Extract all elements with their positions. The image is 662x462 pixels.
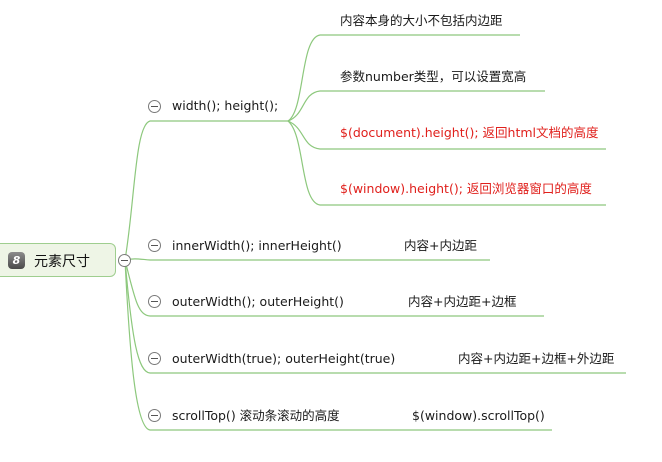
branch-4-collapse-icon[interactable] — [148, 352, 161, 365]
root-label: 元素尺寸 — [34, 254, 90, 270]
branch-5-collapse-icon[interactable] — [148, 409, 161, 422]
branch-5-label[interactable]: scrollTop() 滚动条滚动的高度 — [172, 408, 340, 423]
priority-badge-icon: 8 — [8, 252, 25, 269]
branch-1-note-2[interactable]: 参数number类型，可以设置宽高 — [340, 69, 527, 84]
branch-1-note-4[interactable]: $(window).height(); 返回浏览器窗口的高度 — [336, 181, 596, 197]
branch-3-collapse-icon[interactable] — [148, 295, 161, 308]
branch-3-label[interactable]: outerWidth(); outerHeight() — [172, 294, 344, 309]
connector-note-3 — [287, 120, 606, 150]
connector-root-branch-2 — [124, 258, 490, 261]
root-collapse-icon[interactable] — [118, 254, 131, 267]
connector-root-branch-5 — [124, 259, 552, 431]
connector-root-branch-3 — [124, 259, 544, 317]
root-node[interactable]: 8 元素尺寸 — [0, 243, 116, 277]
branch-1-collapse-icon[interactable] — [148, 100, 161, 113]
branch-2-collapse-icon[interactable] — [148, 239, 161, 252]
connector-note-2 — [287, 90, 545, 122]
connector-note-1 — [287, 34, 520, 122]
branch-1-note-1[interactable]: 内容本身的大小不包括内边距 — [340, 13, 503, 28]
branch-3-note-1[interactable]: 内容+内边距+边框 — [408, 294, 517, 309]
branch-4-note-1[interactable]: 内容+内边距+边框+外边距 — [458, 351, 615, 366]
connector-root-branch-1 — [124, 120, 288, 261]
branch-5-note-1[interactable]: $(window).scrollTop() — [412, 408, 545, 423]
connector-note-4 — [287, 120, 606, 206]
branch-1-label[interactable]: width(); height(); — [172, 98, 279, 113]
branch-2-label[interactable]: innerWidth(); innerHeight() — [172, 238, 342, 253]
branch-2-note-1[interactable]: 内容+内边距 — [404, 238, 477, 253]
branch-4-label[interactable]: outerWidth(true); outerHeight(true) — [172, 351, 396, 366]
connector-root-branch-4 — [124, 259, 626, 374]
branch-1-note-3[interactable]: $(document).height(); 返回html文档的高度 — [336, 125, 603, 141]
